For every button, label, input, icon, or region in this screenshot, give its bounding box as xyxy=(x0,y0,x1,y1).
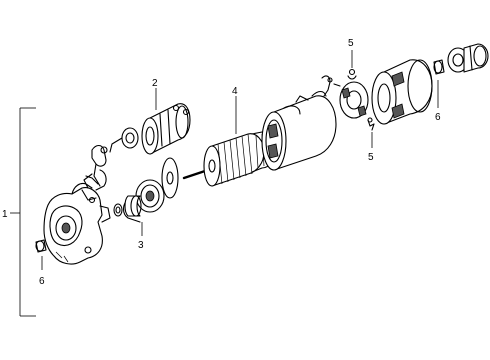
plunger xyxy=(109,127,139,153)
bushing-left xyxy=(35,239,47,253)
callout-3: 3 xyxy=(138,240,144,251)
callout-6-left: 6 xyxy=(39,276,45,287)
drive-housing xyxy=(43,182,111,265)
solenoid xyxy=(141,103,191,155)
overrunning-clutch xyxy=(122,179,165,223)
callout-4: 4 xyxy=(232,86,238,97)
shift-lever xyxy=(83,144,108,191)
callout-2: 2 xyxy=(152,78,158,89)
brush-holder xyxy=(333,81,369,119)
callout-1: 1 xyxy=(2,209,8,220)
thrust-washer xyxy=(161,157,179,199)
bushing-right xyxy=(433,59,445,75)
retainer-ring xyxy=(113,203,123,217)
callout-1-bracket xyxy=(10,107,36,317)
field-frame xyxy=(261,75,337,171)
brush-spring-mid xyxy=(367,117,375,131)
brush-spring-top xyxy=(347,68,357,80)
end-frame xyxy=(371,59,433,125)
callout-5-mid: 5 xyxy=(368,152,374,163)
callout-5-top: 5 xyxy=(348,38,354,49)
end-cap xyxy=(447,43,489,73)
callout-6-right: 6 xyxy=(435,112,441,123)
